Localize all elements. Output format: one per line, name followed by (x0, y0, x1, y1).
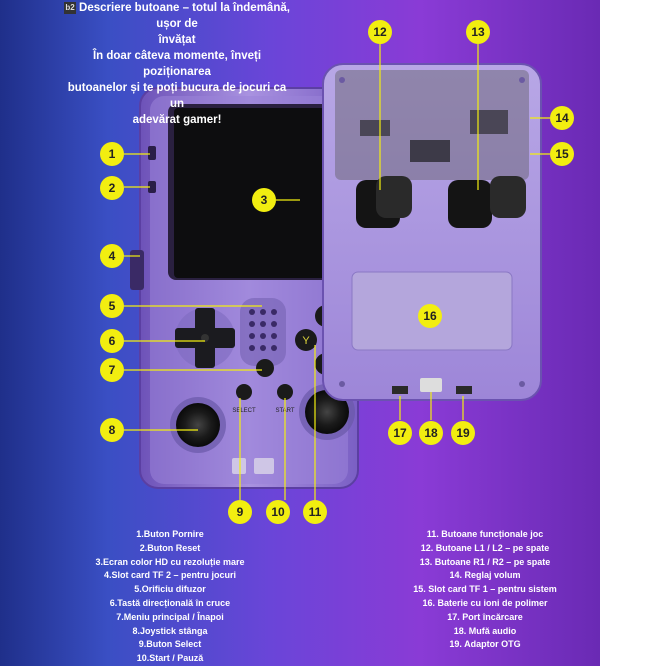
callout-19: 19 (451, 421, 475, 445)
image-icon: b2 (64, 1, 77, 14)
power-button (148, 146, 156, 160)
legend-item: 14. Reglaj volum (449, 570, 521, 581)
y-label: Y (302, 335, 310, 347)
reset-button (148, 181, 156, 193)
legend-item: 1.Buton Pornire (136, 529, 204, 539)
product-image: SELECT START X A Y B (0, 0, 600, 666)
shoulder-buttons (356, 176, 526, 228)
callout-15: 15 (550, 142, 574, 166)
legend-item: 11. Butoane funcționale joc (426, 529, 544, 539)
device-illustration: SELECT START X A Y B (124, 44, 550, 500)
legend-item: 5.Orificiu difuzor (134, 584, 206, 595)
callout-13: 13 (466, 20, 490, 44)
legend-item: 8.Joystick stânga (132, 625, 208, 636)
callout-8: 8 (100, 418, 124, 442)
callout-4: 4 (100, 244, 124, 268)
header-line-4: butoanelor și te poți bucura de jocuri c… (67, 82, 287, 110)
callout-16: 16 (418, 304, 442, 328)
header-line-5: adevărat gamer! (132, 114, 222, 126)
legend-item: 6.Tastă direcțională în cruce (109, 597, 231, 608)
legend-item: 10.Start / Pauză (136, 653, 204, 664)
select-label: SELECT (232, 408, 256, 414)
speaker-grille (240, 298, 286, 366)
legend-item: 2.Buton Reset (139, 542, 201, 553)
left-joystick (170, 397, 226, 453)
legend-item: 7.Meniu principal / Înapoi (116, 611, 224, 622)
menu-button (256, 359, 274, 377)
header-line-2: învățat (158, 34, 196, 46)
callout-7: 7 (100, 358, 124, 382)
start-button (277, 384, 293, 400)
legend-item: 15. Slot card TF 1 – pentru sistem (413, 584, 557, 595)
select-button (236, 384, 252, 400)
legend-item: 13. Butoane R1 / R2 – pe spate (419, 556, 551, 567)
back-console (322, 63, 542, 401)
legend-item: 4.Slot card TF 2 – pentru jocuri (103, 570, 237, 581)
callout-1: 1 (100, 142, 124, 166)
callout-6: 6 (100, 329, 124, 353)
callout-18: 18 (419, 421, 443, 445)
legend-item: 19. Adaptor OTG (449, 639, 521, 650)
callout-lines (124, 44, 550, 500)
legend-right: 11. Butoane funcționale joc 12. Butoane … (385, 528, 585, 652)
callout-3: 3 (252, 188, 276, 212)
callout-17: 17 (388, 421, 412, 445)
front-console: SELECT START X A Y B (130, 87, 359, 489)
legend-item: 3.Ecran color HD cu rezoluție mare (95, 556, 245, 567)
callout-11: 11 (303, 500, 327, 524)
legend-item: 9.Buton Select (138, 639, 202, 650)
callout-9: 9 (228, 500, 252, 524)
callout-5: 5 (100, 294, 124, 318)
legend-left: 1.Buton Pornire 2.Buton Reset 3.Ecran co… (70, 528, 270, 666)
header-line-3: În doar câteva momente, înveți poziționa… (92, 50, 262, 78)
legend-item: 16. Baterie cu ioni de polimer (422, 597, 548, 608)
header-line-1-text: Descriere butoane – totul la îndemână, u… (79, 2, 290, 30)
callout-2: 2 (100, 176, 124, 200)
legend-item: 12. Butoane L1 / L2 – pe spate (420, 542, 550, 553)
dpad (175, 308, 235, 368)
legend-item: 18. Mufă audio (453, 625, 517, 636)
callout-14: 14 (550, 106, 574, 130)
legend-item: 17. Port încărcare (447, 611, 523, 622)
right-margin (600, 0, 666, 666)
callout-12: 12 (368, 20, 392, 44)
circuit-board (335, 70, 529, 180)
callout-10: 10 (266, 500, 290, 524)
tf2-slot (130, 250, 144, 290)
